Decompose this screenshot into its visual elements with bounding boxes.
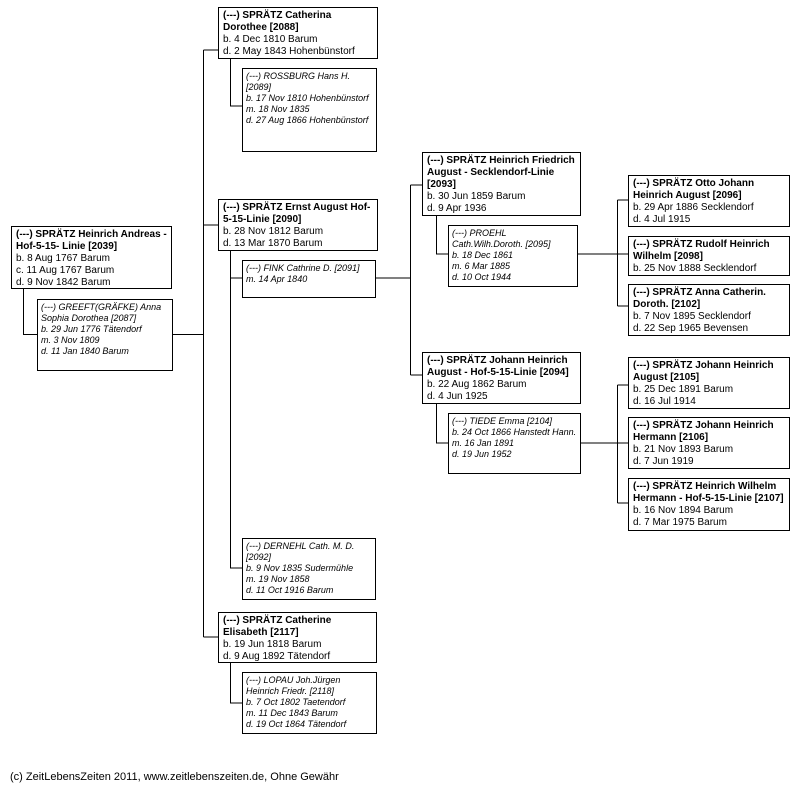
person-birth: b. 25 Nov 1888 Secklendorf: [633, 263, 757, 274]
person-birth: b. 22 Aug 1862 Barum: [427, 379, 527, 390]
person-death: d. 10 Oct 1944: [452, 272, 512, 282]
person-box-2090[interactable]: (---) SPRÄTZ Ernst August Hof-5-15-Linie…: [218, 199, 378, 251]
person-name: (---) SPRÄTZ Ernst August Hof-5-15-Linie…: [223, 202, 371, 225]
person-birth: b. 7 Oct 1802 Taetendorf: [246, 697, 346, 707]
person-name: (---) SPRÄTZ Johann Heinrich Hermann [21…: [633, 420, 774, 443]
person-marriage: m. 11 Dec 1843 Barum: [246, 708, 338, 718]
person-death: d. 4 Jun 1925: [427, 391, 488, 402]
person-name: (---) SPRÄTZ Catherine Elisabeth [2117]: [223, 615, 332, 638]
person-box-2088[interactable]: (---) SPRÄTZ Catherina Dorothee [2088] b…: [218, 7, 378, 59]
person-birth: b. 4 Dec 1810 Barum: [223, 34, 318, 45]
person-box-2117[interactable]: (---) SPRÄTZ Catherine Elisabeth [2117] …: [218, 612, 377, 663]
person-birth: b. 16 Nov 1894 Barum: [633, 505, 734, 516]
person-name: (---) FINK Cathrine D. [2091]: [246, 263, 360, 273]
person-box-2105[interactable]: (---) SPRÄTZ Johann Heinrich August [210…: [628, 357, 790, 409]
person-marriage: m. 16 Jan 1891: [452, 438, 515, 448]
person-box-2107[interactable]: (---) SPRÄTZ Heinrich Wilhelm Hermann - …: [628, 478, 790, 531]
person-name: (---) SPRÄTZ Heinrich Wilhelm Hermann - …: [633, 481, 784, 504]
person-death: d. 11 Oct 1916 Barum: [246, 585, 334, 595]
person-death: d. 19 Oct 1864 Tätendorf: [246, 719, 347, 729]
person-christening: c. 11 Aug 1767 Barum: [16, 265, 115, 276]
spouse-box-2118[interactable]: (---) LOPAU Joh.Jürgen Heinrich Friedr. …: [242, 672, 377, 734]
person-death: d. 22 Sep 1965 Bevensen: [633, 323, 749, 334]
person-marriage: m. 14 Apr 1840: [246, 274, 308, 284]
person-death: d. 7 Jun 1919: [633, 456, 694, 467]
person-birth: b. 24 Oct 1866 Hanstedt Hann.: [452, 427, 577, 437]
person-name: (---) SPRÄTZ Otto Johann Heinrich August…: [633, 178, 755, 201]
person-name: (---) SPRÄTZ Catherina Dorothee [2088]: [223, 10, 332, 33]
person-marriage: m. 3 Nov 1809: [41, 335, 100, 345]
spouse-box-2091[interactable]: (---) FINK Cathrine D. [2091] m. 14 Apr …: [242, 260, 376, 298]
person-box-2096[interactable]: (---) SPRÄTZ Otto Johann Heinrich August…: [628, 175, 790, 227]
person-marriage: m. 6 Mar 1885: [452, 261, 511, 271]
spouse-box-2104[interactable]: (---) TIEDE Emma [2104] b. 24 Oct 1866 H…: [448, 413, 581, 474]
copyright-footer: (c) ZeitLebensZeiten 2011, www.zeitleben…: [10, 771, 339, 783]
person-death: d. 16 Jul 1914: [633, 396, 696, 407]
person-death: d. 2 May 1843 Hohenbünstorf: [223, 46, 355, 57]
person-marriage: m. 18 Nov 1835: [246, 104, 310, 114]
person-name: (---) PROEHL Cath.Wilh.Doroth. [2095]: [452, 228, 551, 249]
person-box-2106[interactable]: (---) SPRÄTZ Johann Heinrich Hermann [21…: [628, 417, 790, 469]
person-birth: b. 25 Dec 1891 Barum: [633, 384, 734, 395]
person-death: d. 9 Apr 1936: [427, 203, 487, 214]
person-birth: b. 29 Apr 1886 Secklendorf: [633, 202, 754, 213]
person-birth: b. 8 Aug 1767 Barum: [16, 253, 110, 264]
person-birth: b. 19 Jun 1818 Barum: [223, 639, 322, 650]
spouse-box-2087[interactable]: (---) GREEFT(GRÄFKE) Anna Sophia Dorothe…: [37, 299, 173, 371]
person-name: (---) SPRÄTZ Heinrich Andreas - Hof-5-15…: [16, 229, 167, 252]
person-name: (---) SPRÄTZ Anna Catherin. Doroth. [210…: [633, 287, 766, 310]
person-death: d. 11 Jan 1840 Barum: [41, 346, 129, 356]
person-death: d. 9 Aug 1892 Tätendorf: [223, 651, 331, 662]
person-name: (---) TIEDE Emma [2104]: [452, 416, 553, 426]
person-name: (---) SPRÄTZ Heinrich Friedrich August -…: [427, 155, 575, 190]
person-birth: b. 17 Nov 1810 Hohenbünstorf: [246, 93, 369, 103]
person-name: (---) GREEFT(GRÄFKE) Anna Sophia Dorothe…: [41, 302, 162, 323]
person-death: d. 19 Jun 1952: [452, 449, 512, 459]
person-death: d. 7 Mar 1975 Barum: [633, 517, 727, 528]
person-birth: b. 18 Dec 1861: [452, 250, 514, 260]
person-birth: b. 30 Jun 1859 Barum: [427, 191, 526, 202]
person-name: (---) LOPAU Joh.Jürgen Heinrich Friedr. …: [246, 675, 341, 696]
spouse-box-2089[interactable]: (---) ROSSBURG Hans H. [2089] b. 17 Nov …: [242, 68, 377, 152]
person-birth: b. 28 Nov 1812 Barum: [223, 226, 324, 237]
person-box-2094[interactable]: (---) SPRÄTZ Johann Heinrich August - Ho…: [422, 352, 581, 404]
person-death: d. 4 Jul 1915: [633, 214, 691, 225]
person-birth: b. 29 Jun 1776 Tätendorf: [41, 324, 142, 334]
person-name: (---) SPRÄTZ Rudolf Heinrich Wilhelm [20…: [633, 239, 770, 262]
person-box-2102[interactable]: (---) SPRÄTZ Anna Catherin. Doroth. [210…: [628, 284, 790, 336]
person-birth: b. 21 Nov 1893 Barum: [633, 444, 734, 455]
person-name: (---) SPRÄTZ Johann Heinrich August [210…: [633, 360, 774, 383]
person-birth: b. 7 Nov 1895 Secklendorf: [633, 311, 751, 322]
person-box-2093[interactable]: (---) SPRÄTZ Heinrich Friedrich August -…: [422, 152, 581, 216]
person-name: (---) DERNEHL Cath. M. D. [2092]: [246, 541, 355, 562]
spouse-box-2092[interactable]: (---) DERNEHL Cath. M. D. [2092] b. 9 No…: [242, 538, 376, 600]
person-death: d. 13 Mar 1870 Barum: [223, 238, 323, 249]
spouse-box-2095[interactable]: (---) PROEHL Cath.Wilh.Doroth. [2095] b.…: [448, 225, 578, 287]
person-marriage: m. 19 Nov 1858: [246, 574, 310, 584]
person-birth: b. 9 Nov 1835 Sudermühle: [246, 563, 354, 573]
person-death: d. 9 Nov 1842 Barum: [16, 277, 111, 288]
person-box-2098[interactable]: (---) SPRÄTZ Rudolf Heinrich Wilhelm [20…: [628, 236, 790, 276]
person-name: (---) ROSSBURG Hans H. [2089]: [246, 71, 351, 92]
person-name: (---) SPRÄTZ Johann Heinrich August - Ho…: [427, 355, 569, 378]
person-death: d. 27 Aug 1866 Hohenbünstorf: [246, 115, 369, 125]
person-box-2039[interactable]: (---) SPRÄTZ Heinrich Andreas - Hof-5-15…: [11, 226, 172, 289]
